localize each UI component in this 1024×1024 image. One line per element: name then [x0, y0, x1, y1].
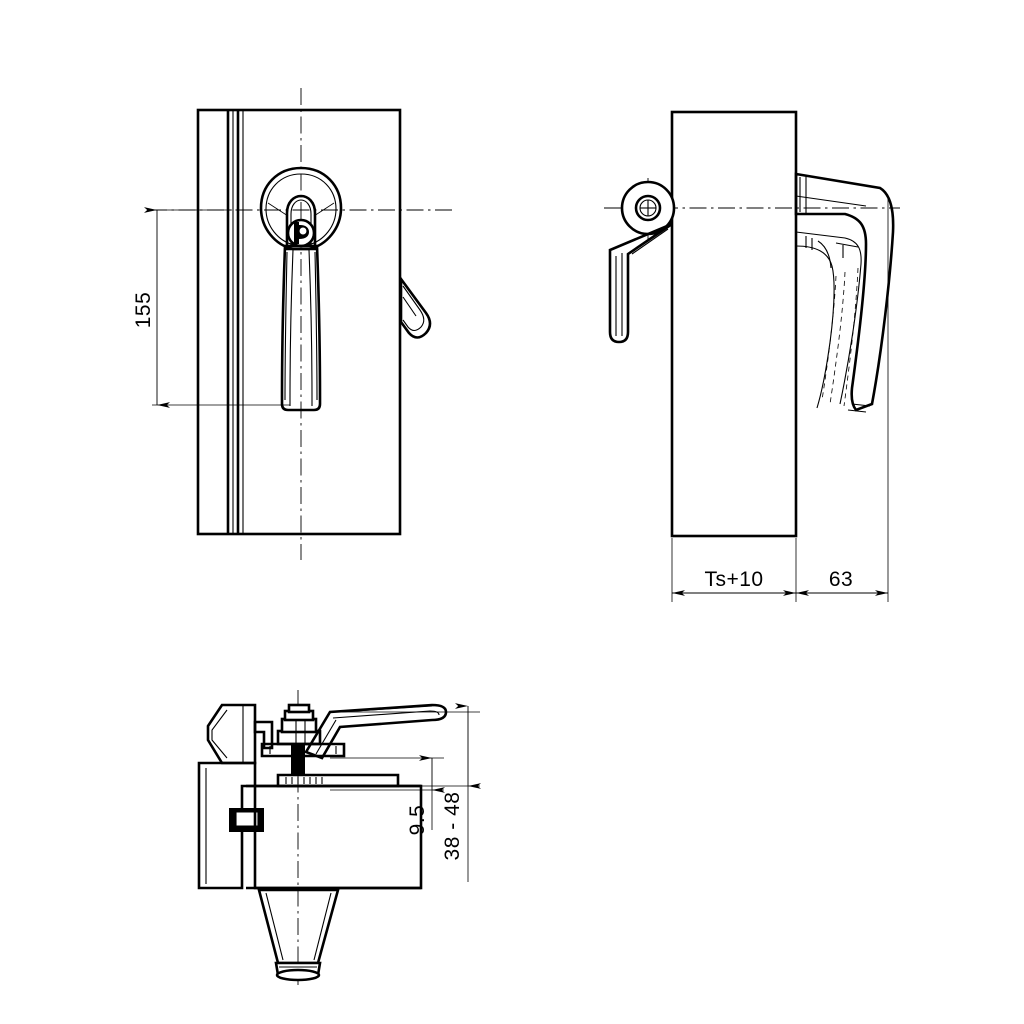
side-view-latch-arm: [608, 222, 673, 344]
dim-155-label: 155: [132, 292, 155, 329]
front-view-cylinder-housing-inner: [290, 199, 312, 250]
front-view-cylinder-housing: [285, 194, 317, 251]
dimension-9point5: 9.5: [330, 755, 445, 836]
side-view: Ts+10 63: [604, 110, 900, 602]
section-view-collar: [276, 773, 400, 788]
section-view: 9.5 38 - 48: [197, 690, 481, 985]
dimension-38-48: 38 - 48: [340, 703, 481, 882]
side-view-dimensions: Ts+10 63: [671, 196, 889, 602]
dimension-155: 155: [132, 207, 290, 408]
dim-95-label: 9.5: [406, 805, 429, 836]
escutcheon-facet-left: [267, 202, 289, 217]
section-view-frame-profile: [197, 703, 257, 890]
section-view-nut-stack: [276, 703, 322, 746]
dim-ts10-label: Ts+10: [704, 568, 763, 591]
section-view-operating-lever[interactable]: [304, 703, 448, 760]
side-view-door-panel: [670, 110, 798, 538]
front-view-handle-lever[interactable]: [280, 244, 322, 412]
section-view-left-bracket: [253, 720, 274, 750]
keyhole-pin: [298, 226, 308, 236]
section-view-spindle: [291, 742, 305, 776]
front-view: 155: [132, 88, 452, 560]
dim-3848-label: 38 - 48: [441, 792, 464, 861]
section-view-lock-body: [253, 784, 423, 890]
section-view-seal-inner: [235, 811, 259, 827]
section-view-cone: [257, 888, 340, 982]
front-view-frame-profile: [226, 110, 244, 534]
side-view-handle-body[interactable]: [794, 172, 895, 413]
dim-63-label: 63: [829, 568, 853, 591]
section-view-mount-plate: [260, 742, 346, 758]
escutcheon-facet-right: [313, 202, 335, 217]
front-view-cam-latch: [399, 275, 432, 339]
